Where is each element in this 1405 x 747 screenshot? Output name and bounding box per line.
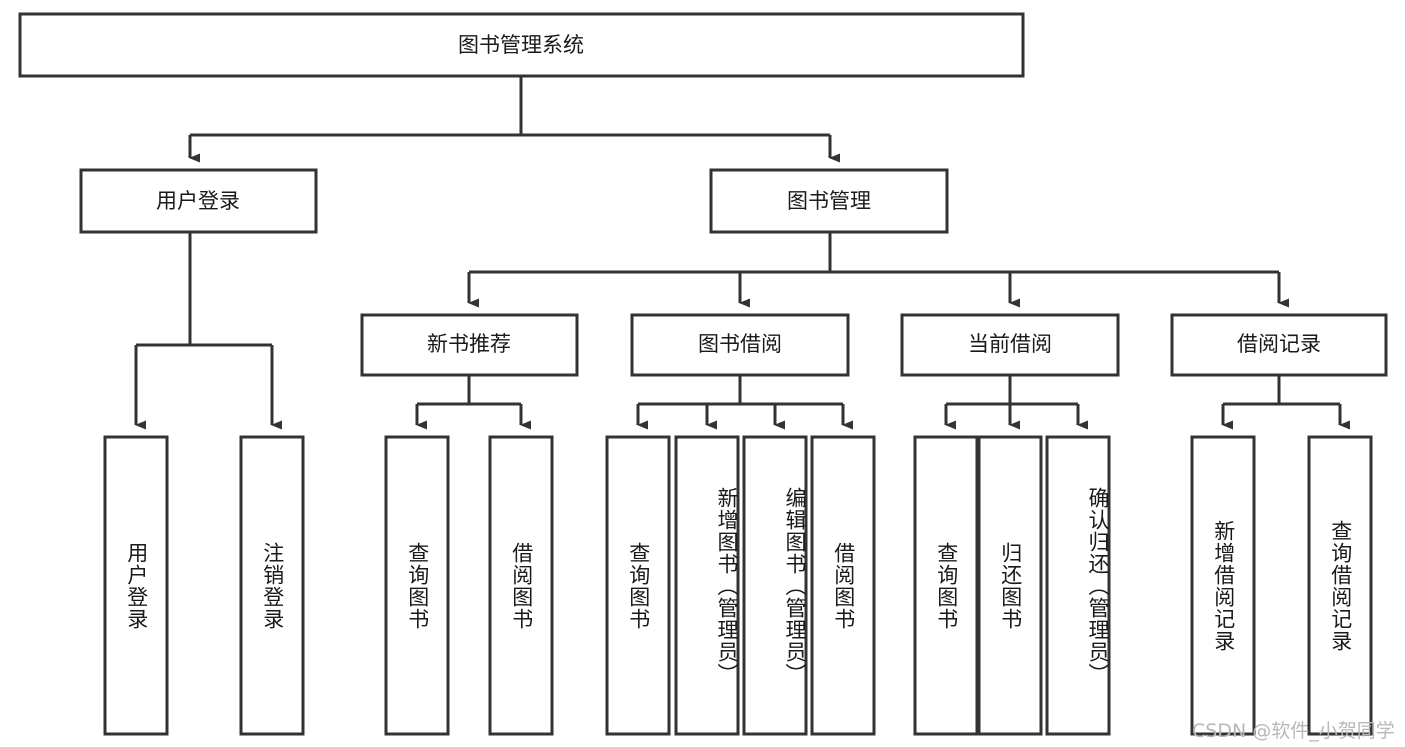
node-new-book-recommend-box[interactable] bbox=[360, 313, 579, 377]
node-book-management-box[interactable] bbox=[709, 168, 949, 234]
node-leaf-box-8[interactable] bbox=[913, 435, 979, 736]
node-root-label: 图书管理系统 bbox=[458, 33, 584, 57]
csdn-watermark: CSDN @软件_小贺同学 bbox=[1192, 720, 1395, 742]
node-leaf-box-10[interactable] bbox=[1045, 435, 1111, 736]
node-leaf-box-4[interactable] bbox=[605, 435, 671, 736]
node-borrow-record-box[interactable] bbox=[1170, 313, 1388, 377]
node-leaf-box-9[interactable] bbox=[977, 435, 1043, 736]
node-leaf-box-12[interactable] bbox=[1307, 435, 1373, 736]
node-leaf-box-1[interactable] bbox=[239, 435, 305, 736]
node-leaf-box-2[interactable] bbox=[384, 435, 450, 736]
node-new-book-recommend-label: 新书推荐 bbox=[427, 332, 511, 356]
node-user-login-box[interactable] bbox=[79, 168, 318, 234]
node-book-borrow-label: 图书借阅 bbox=[698, 332, 782, 356]
node-current-borrow-label: 当前借阅 bbox=[968, 332, 1052, 356]
node-user-login-label: 用户登录 bbox=[156, 189, 240, 213]
node-root-box[interactable] bbox=[18, 12, 1025, 78]
node-leaf-box-0[interactable] bbox=[103, 435, 169, 736]
node-leaf-box-6[interactable] bbox=[742, 435, 808, 736]
node-book-borrow-box[interactable] bbox=[630, 313, 850, 377]
node-borrow-record-label: 借阅记录 bbox=[1237, 332, 1321, 356]
node-current-borrow-box[interactable] bbox=[900, 313, 1120, 377]
node-leaf-box-3[interactable] bbox=[488, 435, 554, 736]
node-leaf-box-11[interactable] bbox=[1190, 435, 1256, 736]
node-book-management-label: 图书管理 bbox=[787, 189, 871, 213]
node-leaf-box-7[interactable] bbox=[810, 435, 876, 736]
node-leaf-box-5[interactable] bbox=[674, 435, 740, 736]
